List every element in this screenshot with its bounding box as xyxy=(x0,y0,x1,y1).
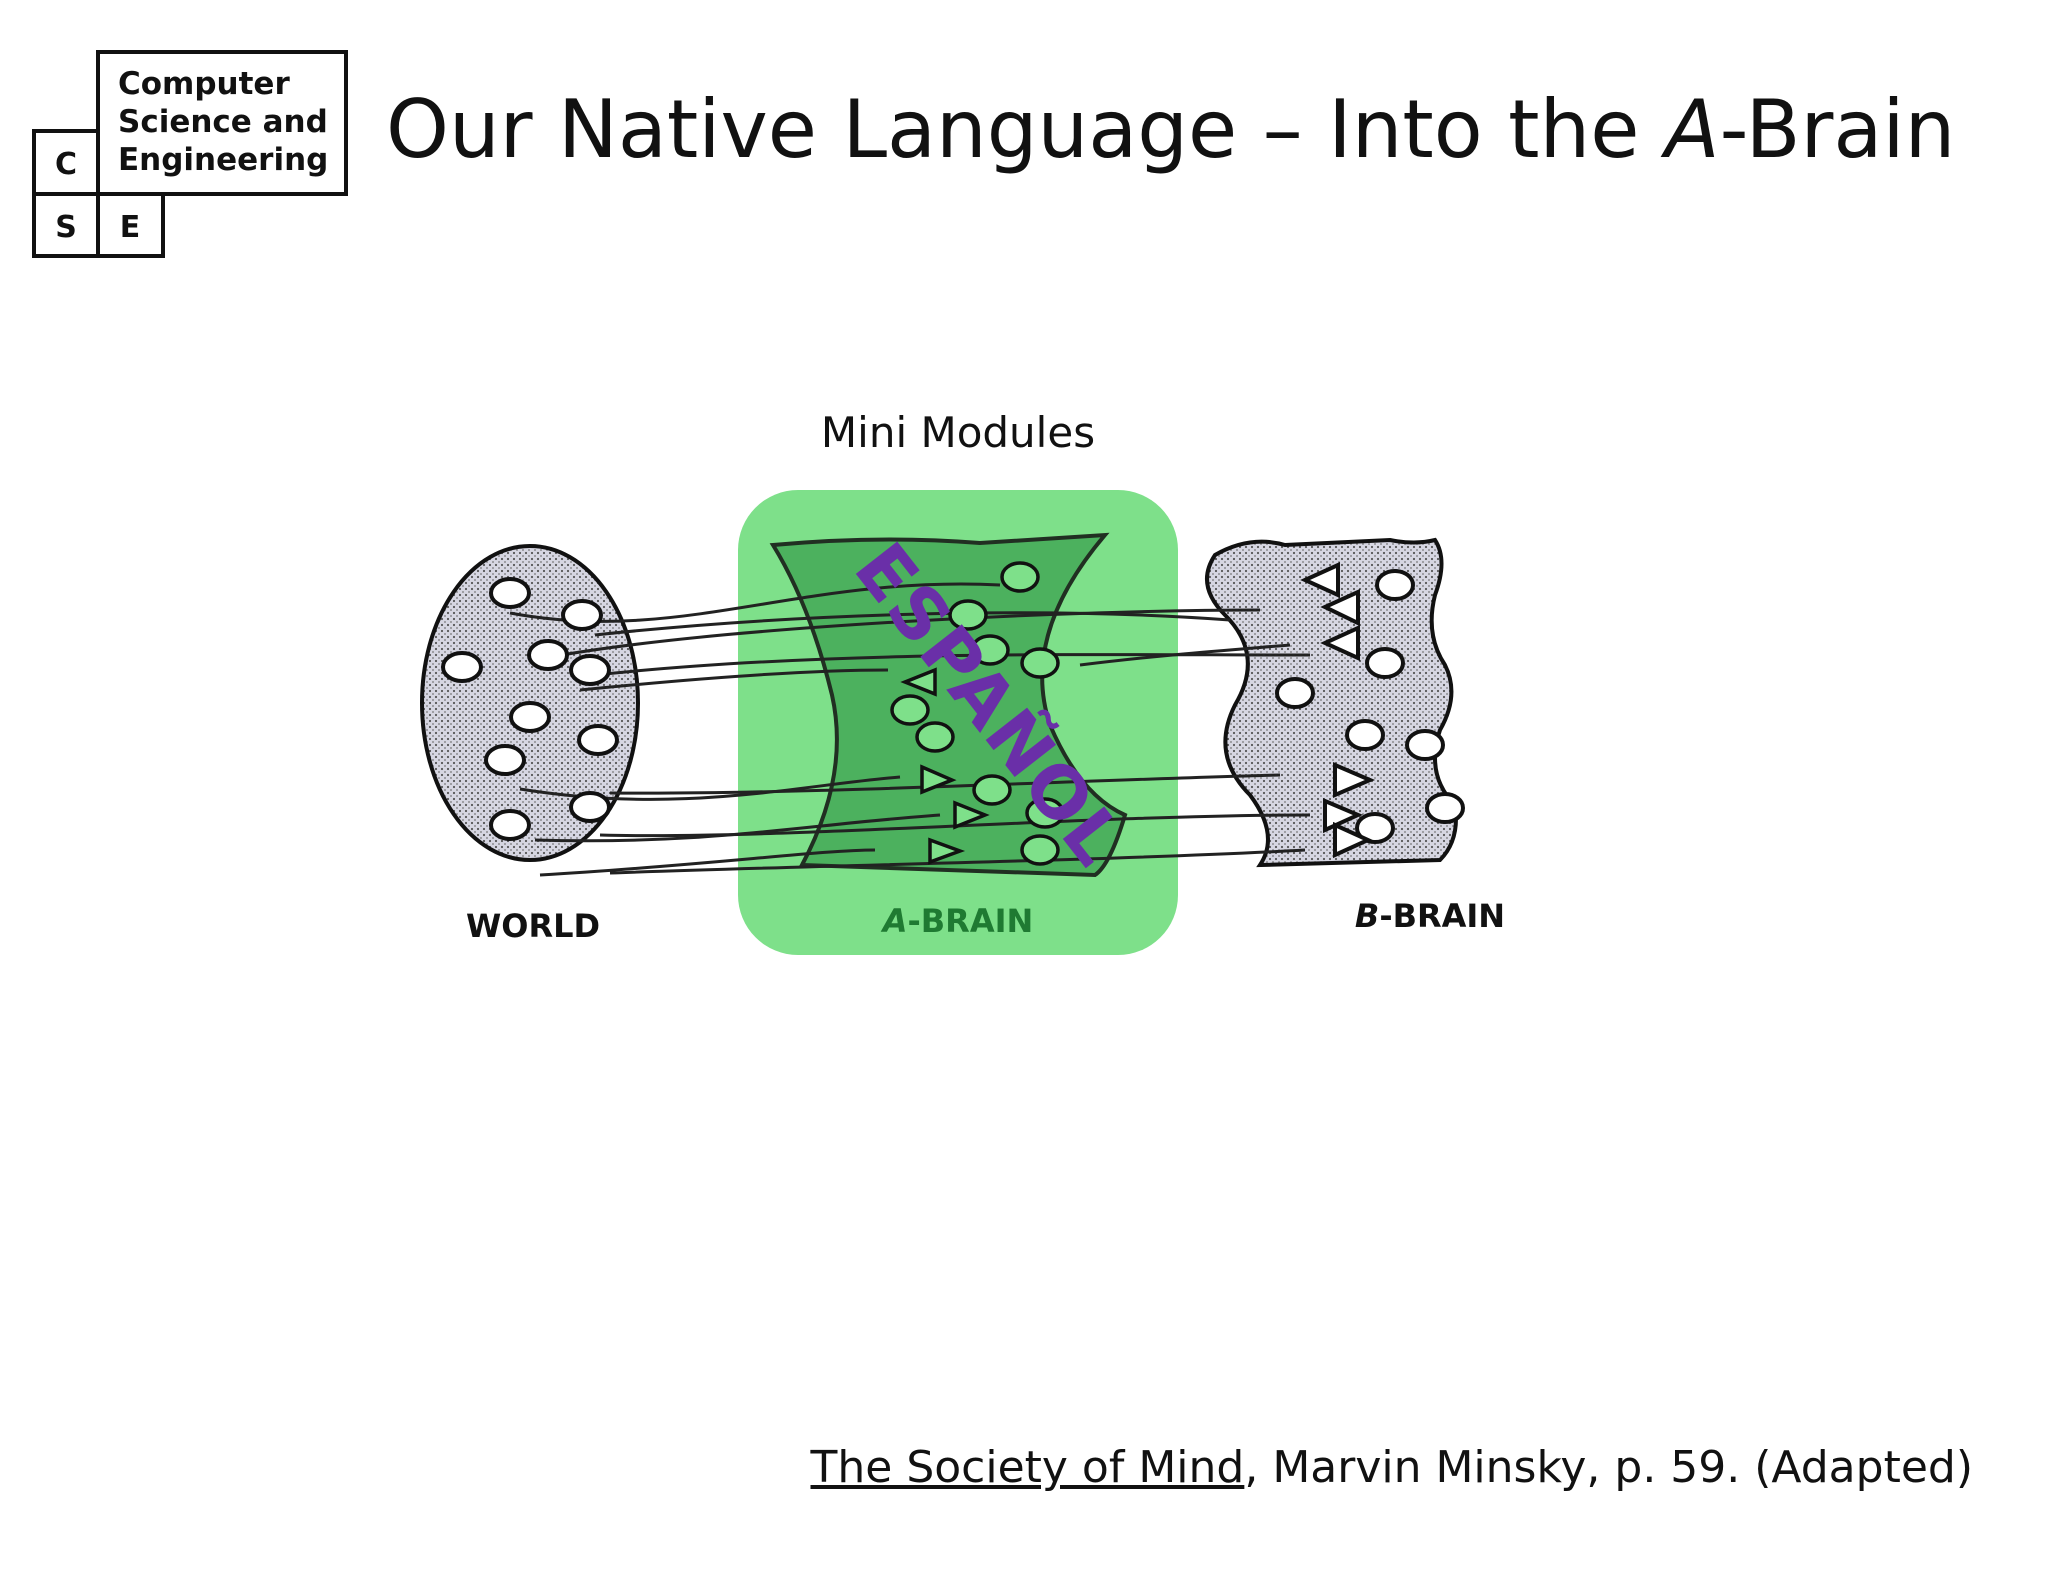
connection-line xyxy=(594,611,1231,637)
cse-logo: Computer Science and Engineering C S E xyxy=(32,50,352,260)
world-node xyxy=(441,651,483,683)
world-label: WORLD xyxy=(466,907,600,945)
a-brain-triangle xyxy=(900,667,937,697)
a-brain-node xyxy=(1000,561,1040,593)
b-brain-node xyxy=(1405,729,1445,761)
connection-line xyxy=(609,848,1306,875)
a-brain-label-rest: -BRAIN xyxy=(908,902,1034,940)
b-brain-label-rest: -BRAIN xyxy=(1379,897,1505,935)
citation-book-title: The Society of Mind xyxy=(810,1442,1245,1493)
world-node xyxy=(489,577,531,609)
world-node xyxy=(484,744,526,776)
a-brain-triangle xyxy=(928,837,966,865)
b-brain-triangle xyxy=(1333,821,1373,859)
a-brain-node xyxy=(970,634,1010,666)
b-brain-label-italic: B xyxy=(1355,897,1379,935)
logo-line-3: Engineering xyxy=(118,142,328,178)
citation: The Society of Mind, Marvin Minsky, p. 5… xyxy=(811,1442,1974,1493)
connection-line xyxy=(1079,643,1291,667)
connection-lines xyxy=(509,582,1311,877)
connection-line xyxy=(579,668,889,692)
page-title: Our Native Language – Into the A-Brain xyxy=(386,80,1955,180)
b-brain-node xyxy=(1425,792,1465,824)
a-brain-nodes xyxy=(890,561,1065,866)
a-brain-triangle xyxy=(953,800,990,830)
b-brain-triangle xyxy=(1320,624,1360,662)
b-brain-triangle xyxy=(1300,561,1340,599)
world-node xyxy=(561,599,603,631)
a-brain-node xyxy=(1020,647,1060,679)
title-suffix: -Brain xyxy=(1719,83,1956,176)
b-brain-label: B-BRAIN xyxy=(1355,897,1505,935)
b-brain-triangles xyxy=(1300,561,1376,859)
a-brain-node xyxy=(890,694,930,726)
a-brain-triangle xyxy=(920,764,957,795)
a-brain-label-italic: A xyxy=(880,902,908,940)
b-brain-triangle xyxy=(1333,761,1376,799)
connection-line xyxy=(609,773,1281,795)
a-brain-label: A-BRAIN xyxy=(880,902,1034,940)
brain-diagram-graphic: Mini Modules xyxy=(420,408,1505,955)
a-brain-node xyxy=(1020,834,1060,866)
world-node xyxy=(509,701,551,733)
b-brain-node xyxy=(1375,569,1415,601)
a-brain-triangles xyxy=(900,667,990,865)
world-node xyxy=(577,724,619,756)
b-brain-nodes xyxy=(1275,569,1465,844)
b-brain-triangle xyxy=(1320,588,1360,627)
title-italic: A xyxy=(1664,83,1720,176)
logo-letter-e: E xyxy=(120,210,141,245)
connection-line xyxy=(599,813,1311,838)
brain-diagram: Mini Modules xyxy=(380,395,1600,985)
b-brain-node xyxy=(1365,647,1405,679)
a-brain-node xyxy=(948,599,988,631)
a-brain-node xyxy=(1025,797,1065,829)
b-brain-node xyxy=(1275,677,1315,709)
world-node xyxy=(569,791,611,823)
b-brain-blob xyxy=(1205,537,1458,868)
world-node xyxy=(489,809,531,841)
b-brain-node xyxy=(1345,719,1385,751)
mini-modules-label: Mini Modules xyxy=(821,408,1095,457)
world-node xyxy=(569,654,611,686)
logo-letter-c: C xyxy=(55,147,77,182)
world-nodes xyxy=(441,577,619,841)
logo-letter-s: S xyxy=(55,210,77,245)
world-node xyxy=(527,639,569,671)
a-brain-node xyxy=(915,721,955,753)
logo-line-1: Computer xyxy=(118,66,290,102)
citation-rest: , Marvin Minsky, p. 59. (Adapted) xyxy=(1244,1442,1973,1493)
a-brain-node xyxy=(972,774,1012,806)
connection-line xyxy=(549,608,1261,659)
logo-line-2: Science and xyxy=(118,104,328,140)
b-brain-node xyxy=(1355,812,1395,844)
cse-logo-graphic: Computer Science and Engineering C S E xyxy=(32,50,348,258)
connection-line xyxy=(539,848,876,877)
title-main: Our Native Language – Into the xyxy=(386,83,1665,176)
connection-line xyxy=(594,653,1311,677)
